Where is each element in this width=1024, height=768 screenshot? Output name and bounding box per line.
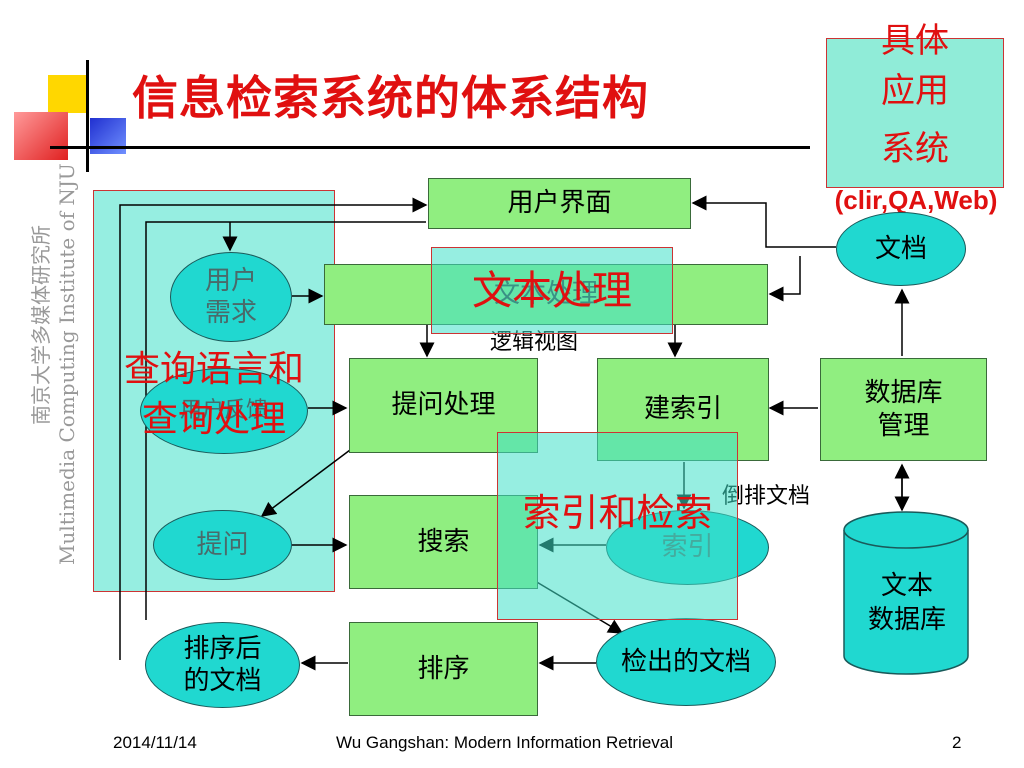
deco-horizontal-line [50,146,810,149]
ranking-box: 排序 [349,622,538,716]
deco-red-square [14,112,68,160]
db-management-line1: 数据库 [864,378,943,408]
documents-ellipse: 文档 [836,212,966,286]
application-callout-box [826,38,1004,188]
query-language-label: 查询语言和 查询处理 [93,345,335,446]
callout-line-4: (clir,QA,Web) [834,185,998,215]
index-search-overlay [497,432,738,620]
user-feedback-ellipse: 用户反馈 [140,368,308,454]
user-need-line2: 需求 [204,298,257,328]
ranked-docs-line2: 的文档 [183,666,262,696]
text-processing-overlay-label: 文本处理 [472,268,632,314]
text-database-label: 文本 数据库 [842,570,972,638]
ranked-documents-ellipse: 排序后 的文档 [145,622,300,708]
text-processing-overlay [431,247,673,334]
index-search-overlay-label: 索引和检索 [522,491,713,535]
footer-page-number: 2 [952,733,962,752]
db-management-line2: 管理 [877,410,930,441]
user-need-line1: 用户 [204,265,257,296]
ranked-docs-line1: 排序后 [183,633,262,664]
query-language-line1: 查询语言和 [123,349,304,390]
user-interface-box: 用户界面 [428,178,691,229]
footer-course: Wu Gangshan: Modern Information Retrieva… [336,733,674,752]
callout-line-3: 系统 [881,129,949,169]
slide-title: 信息检索系统的体系结构 [132,71,649,125]
callout-line-1: 具体 [881,21,949,61]
text-database-line1: 文本 [880,571,933,601]
text-database-cylinder [843,511,969,675]
text-database-line2: 数据库 [867,604,946,635]
user-need-ellipse: 用户 需求 [170,252,292,342]
deco-vertical-line [86,60,89,172]
retrieved-documents-ellipse: 检出的文档 [596,618,776,706]
query-language-line2: 查询处理 [141,399,286,441]
db-management-box: 数据库 管理 [820,358,987,461]
logical-view-label: 逻辑视图 [490,330,579,355]
footer-date: 2014/11/14 [113,733,197,752]
query-ellipse: 提问 [153,510,292,580]
deco-yellow-square [48,75,86,113]
callout-line-2: 应用 [881,71,949,111]
